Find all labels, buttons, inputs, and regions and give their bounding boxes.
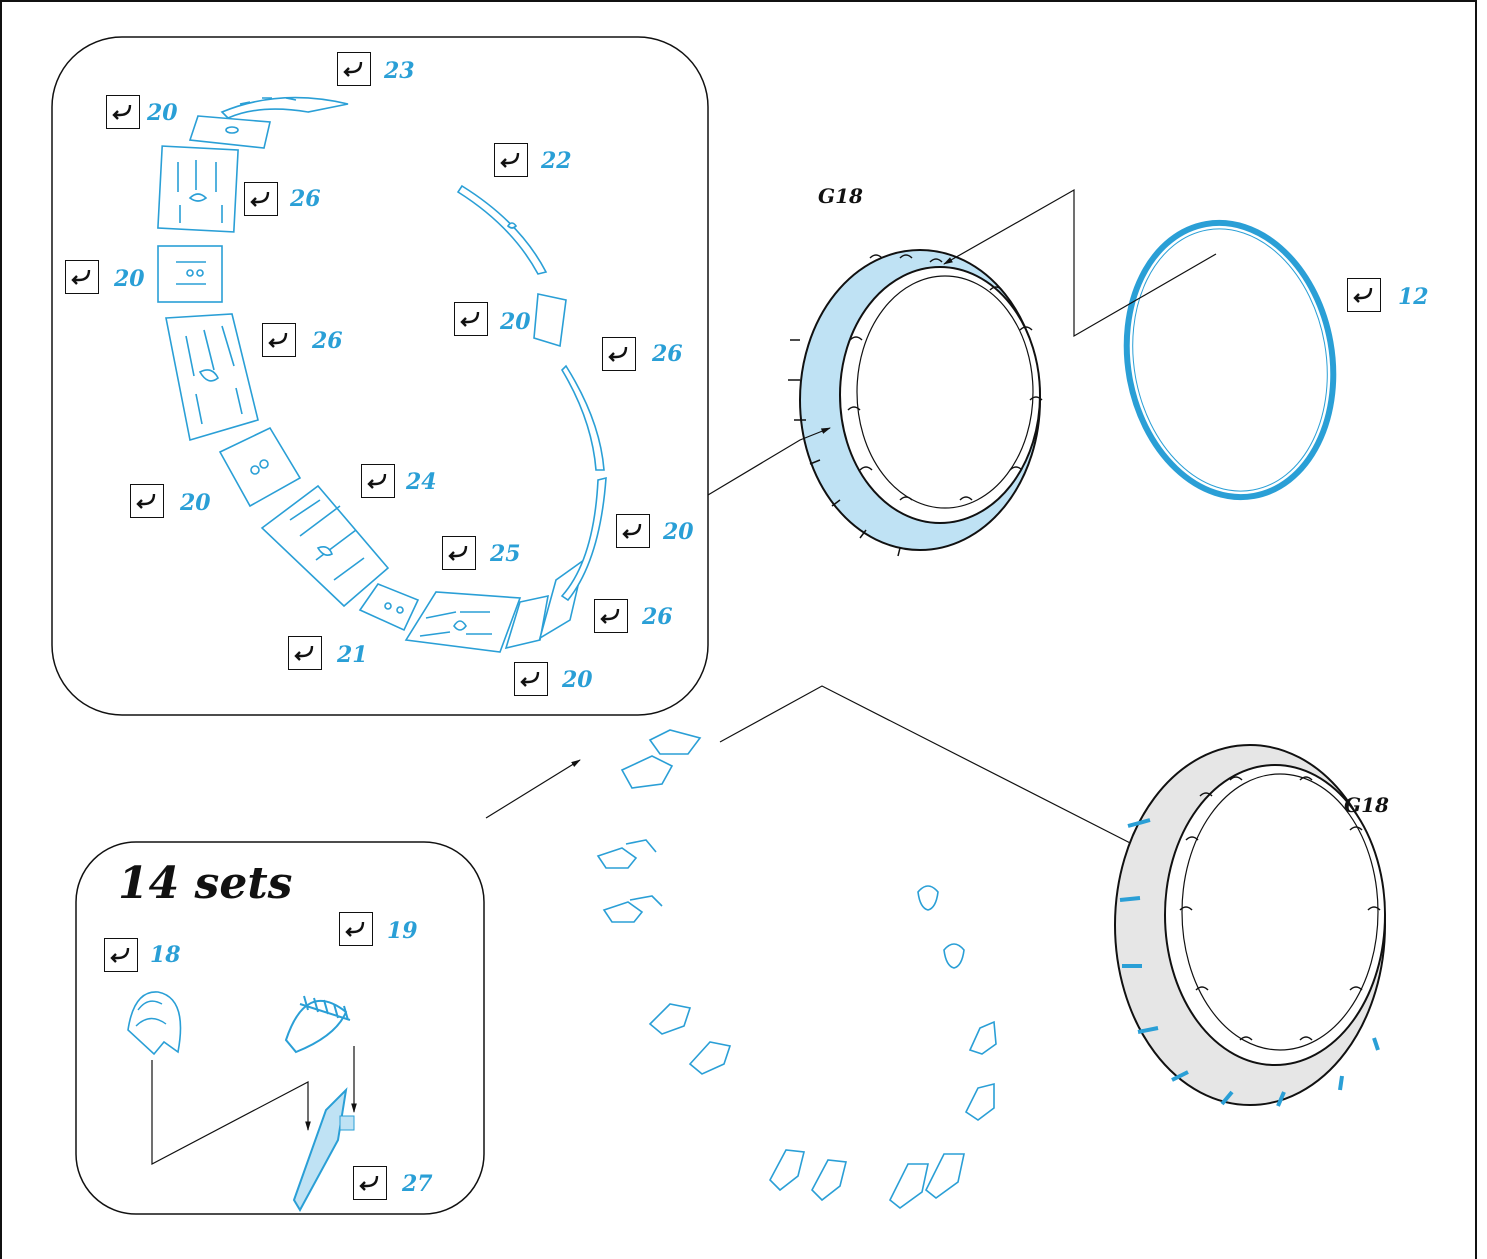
checkbox-icon[interactable] [454, 302, 488, 336]
checkbox-icon[interactable] [602, 337, 636, 371]
part-number-label: 20 [180, 490, 211, 516]
part-number-label: 20 [562, 667, 593, 693]
part-number-label: 21 [337, 642, 368, 668]
part-number-label: 27 [402, 1171, 433, 1197]
ring-part-12 [1123, 219, 1337, 501]
part-number-label: 20 [663, 519, 694, 545]
part-number-label: 22 [541, 148, 572, 174]
checkbox-icon[interactable] [288, 636, 322, 670]
checkbox-icon[interactable] [1347, 278, 1381, 312]
checkbox-icon[interactable] [494, 143, 528, 177]
part-number-label: 26 [312, 328, 343, 354]
checkbox-icon[interactable] [616, 514, 650, 548]
part-number-label: 19 [387, 918, 418, 944]
checkbox-icon[interactable] [104, 938, 138, 972]
part-label-bottom: G18 [1344, 793, 1389, 817]
checkbox-icon[interactable] [353, 1166, 387, 1200]
part-number-label: 20 [500, 309, 531, 335]
part-number-label: 23 [384, 58, 415, 84]
checkbox-icon[interactable] [262, 323, 296, 357]
part-number-label: 26 [290, 186, 321, 212]
set-parts [127, 991, 357, 1213]
checkbox-icon[interactable] [594, 599, 628, 633]
part-number-label: 20 [147, 100, 178, 126]
checkbox-icon[interactable] [339, 912, 373, 946]
sets-title: 14 sets [118, 858, 293, 909]
part-number-label: 26 [652, 341, 683, 367]
fan-panel-parts [157, 96, 607, 653]
checkbox-icon[interactable] [106, 95, 140, 129]
part-number-label: 20 [114, 266, 145, 292]
checkbox-icon[interactable] [130, 484, 164, 518]
part-number-label: 12 [1398, 284, 1429, 310]
part-number-label: 24 [406, 469, 437, 495]
checkbox-icon[interactable] [514, 662, 548, 696]
checkbox-icon[interactable] [442, 536, 476, 570]
part-number-label: 25 [490, 541, 521, 567]
checkbox-icon[interactable] [361, 464, 395, 498]
assembly-lines [485, 188, 1217, 849]
nacelle-ring-top [788, 249, 1043, 557]
checkbox-icon[interactable] [65, 260, 99, 294]
checkbox-icon[interactable] [244, 182, 278, 216]
inset-frame-sets [75, 841, 485, 1215]
part-number-label: 26 [642, 604, 673, 630]
part-label-top: G18 [818, 184, 863, 208]
nacelle-ring-bottom [1114, 744, 1386, 1107]
checkbox-icon[interactable] [337, 52, 371, 86]
part-number-label: 18 [150, 942, 181, 968]
actuator-parts [596, 729, 997, 1210]
inset-frame-panels [51, 36, 709, 716]
